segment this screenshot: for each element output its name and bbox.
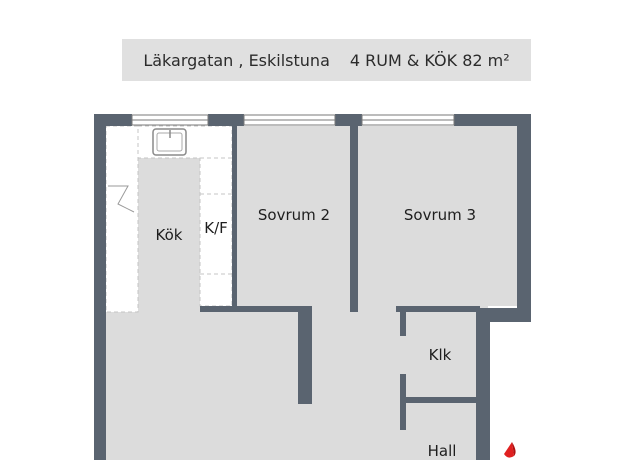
floor-hall bbox=[292, 306, 488, 460]
wall-closet-left-upper bbox=[400, 306, 406, 336]
stove-icon bbox=[108, 185, 135, 213]
window-kitchen bbox=[131, 114, 209, 126]
wall-top-4 bbox=[454, 114, 531, 126]
windows bbox=[131, 114, 455, 126]
counter-left bbox=[105, 125, 139, 313]
window-bedroom-2 bbox=[243, 114, 336, 126]
sink-icon bbox=[152, 128, 187, 156]
room-label-bedroom-2: Sovrum 2 bbox=[257, 206, 331, 224]
window-bedroom-3 bbox=[361, 114, 455, 126]
wall-top-2 bbox=[208, 114, 244, 126]
floor-bedroom-2 bbox=[237, 126, 350, 306]
summary-text: 4 RUM & KÖK 82 m² bbox=[349, 50, 510, 70]
wall-top-3 bbox=[335, 114, 362, 126]
wall-right-lower bbox=[476, 308, 490, 460]
wall-left bbox=[94, 114, 106, 460]
wall-bed2-bottom bbox=[200, 306, 312, 312]
wall-bed2-bed3 bbox=[350, 126, 358, 312]
address-text: Läkargatan , Eskilstuna bbox=[143, 50, 330, 70]
wall-kitchen-bed2 bbox=[232, 126, 237, 312]
wall-right-upper bbox=[517, 114, 531, 322]
fridge-freezer-unit bbox=[200, 193, 232, 275]
title-bar: Läkargatan , Eskilstuna 4 RUM & KÖK 82 m… bbox=[122, 39, 531, 81]
wall-closet-bottom bbox=[400, 397, 480, 403]
compass-icon bbox=[504, 442, 516, 458]
walls bbox=[94, 114, 531, 460]
wall-bed3-bottom bbox=[396, 306, 480, 312]
room-label-hall: Hall bbox=[427, 442, 457, 460]
room-label-bedroom-3: Sovrum 3 bbox=[403, 206, 477, 224]
room-label-closet: Klk bbox=[428, 346, 452, 364]
floor-areas bbox=[106, 126, 517, 460]
room-label-kitchen: Kök bbox=[155, 226, 183, 244]
wall-hall-stub bbox=[298, 306, 312, 404]
floor-bedroom-3 bbox=[358, 126, 517, 306]
room-label-fridge-freezer: K/F bbox=[204, 219, 228, 237]
